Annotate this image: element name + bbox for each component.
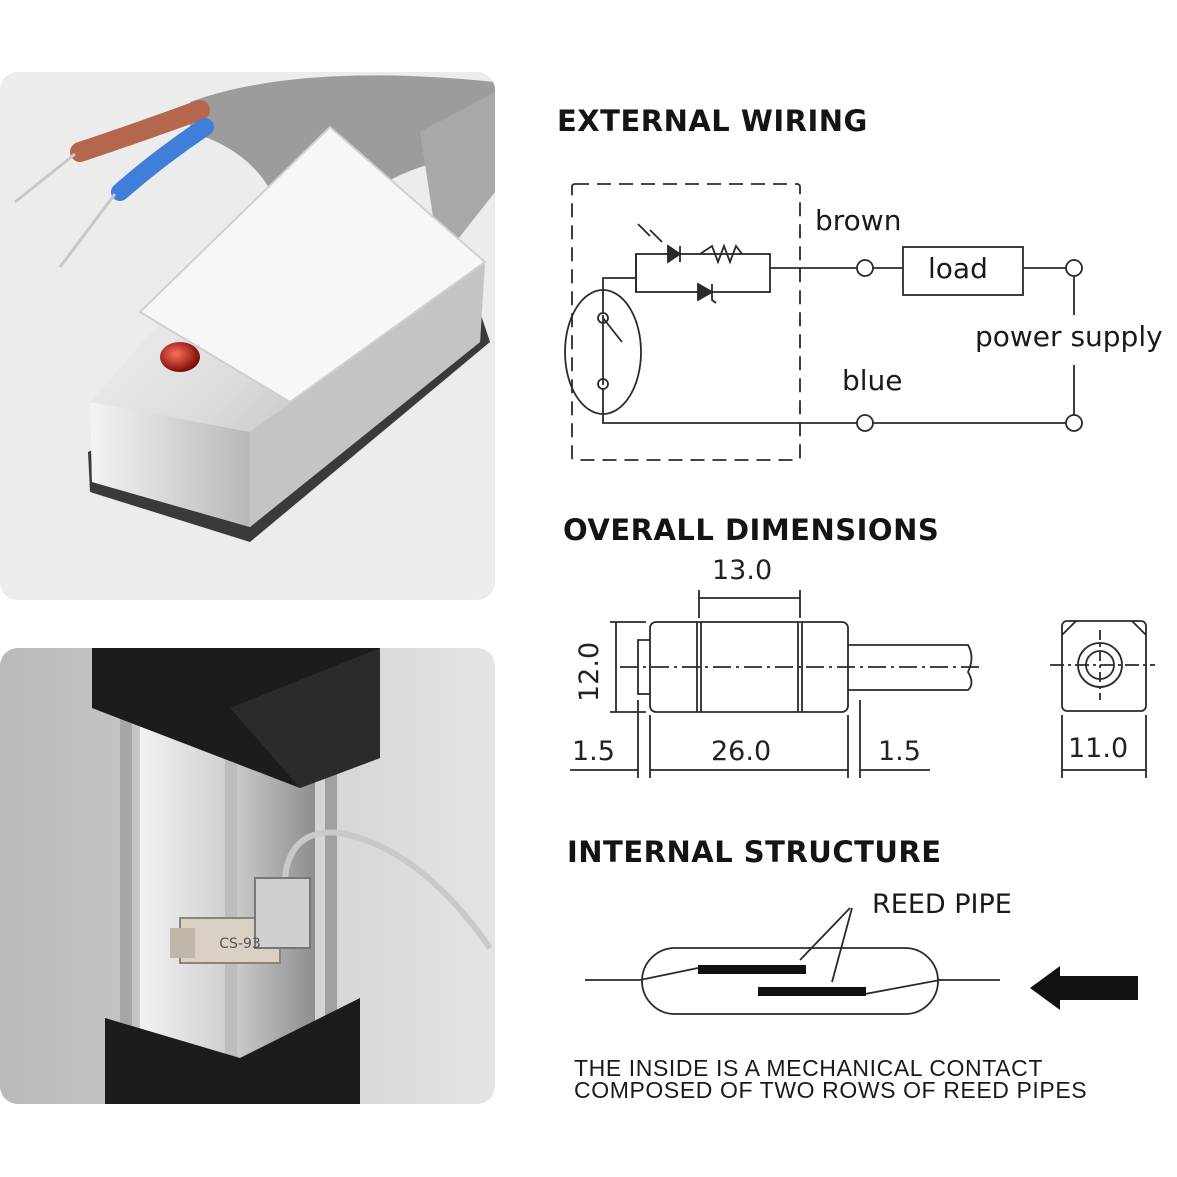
clamp-marking: CS-93 (219, 936, 261, 952)
brown-wire-label: brown (815, 204, 902, 237)
cylinder-illustration: CS-93 (0, 648, 495, 1104)
caption-line-2: COMPOSED OF TWO ROWS OF REED PIPES (574, 1077, 1088, 1103)
end-view-outline (1061, 620, 1147, 712)
dim-right-margin: 1.5 (878, 736, 921, 767)
dim-end-width: 11.0 (1068, 733, 1129, 764)
dim-top-width: 13.0 (712, 555, 773, 586)
power-supply-label: power supply (975, 320, 1163, 353)
reed-switch-symbol (564, 289, 642, 415)
led-indicator (160, 342, 200, 372)
dim-left-margin: 1.5 (572, 736, 615, 767)
reed-blade-upper (698, 965, 806, 974)
glass-tube-outline (641, 947, 939, 1015)
internal-structure-heading: INTERNAL STRUCTURE (567, 835, 942, 869)
blue-wire-label: blue (842, 364, 903, 397)
overall-dimensions-heading: OVERALL DIMENSIONS (563, 513, 940, 547)
reed-pipe-label: REED PIPE (872, 889, 1012, 920)
magnet-direction-arrow (1030, 966, 1138, 1010)
external-wiring-heading: EXTERNAL WIRING (557, 104, 868, 138)
caption-line-1: THE INSIDE IS A MECHANICAL CONTACT (574, 1055, 1043, 1081)
sensor-photo (0, 72, 495, 600)
sensor-body-outline (649, 621, 849, 713)
sensor-boundary-box (571, 183, 801, 461)
reed-pipe-drawing (585, 907, 1138, 1015)
dim-height: 12.0 (574, 641, 605, 702)
dim-body-length: 26.0 (711, 736, 772, 767)
reed-blade-lower (758, 987, 866, 996)
sensor-illustration (0, 72, 495, 600)
load-label: load (928, 252, 988, 285)
cable-outline (848, 644, 973, 691)
mounted-sensor-photo: CS-93 (0, 648, 495, 1104)
